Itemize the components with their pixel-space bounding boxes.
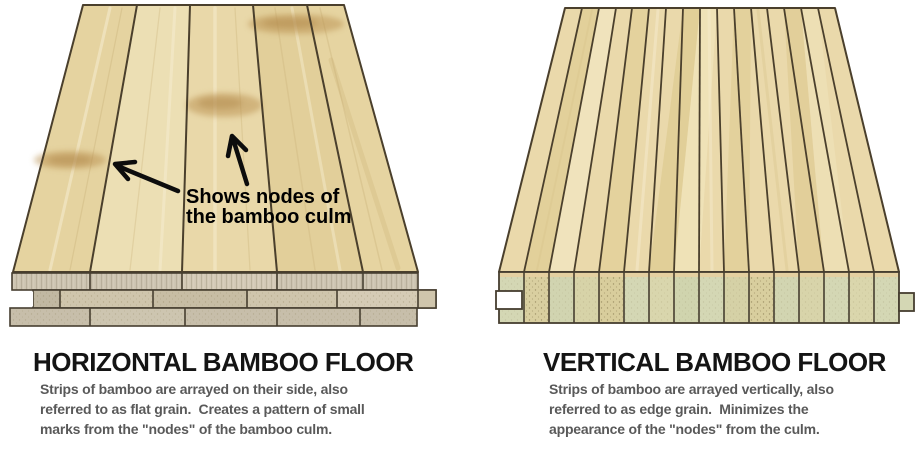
horizontal-edge-profile: [9, 272, 437, 327]
annotation-arrow-left: [112, 159, 181, 194]
horizontal-floor-title: HORIZONTAL BAMBOO FLOOR: [33, 347, 414, 377]
annotation-label-line2: the bamboo culm: [186, 206, 352, 228]
annotation-arrow-up: [225, 133, 250, 187]
description-line: marks from the "nodes" of the bamboo cul…: [40, 421, 332, 437]
edge-bottom-ply: [9, 307, 418, 327]
edge-middle-ply: [32, 289, 437, 309]
horizontal-floor-description: Strips of bamboo are arrayed on their si…: [40, 379, 365, 439]
vertical-floor-description: Strips of bamboo are arrayed vertically,…: [549, 379, 834, 439]
description-line: referred to as edge grain. Minimizes the: [549, 401, 809, 417]
bamboo-node-marks: [34, 14, 344, 169]
vertical-plank-surface: [498, 7, 900, 273]
vertical-edge-profile: [495, 271, 915, 324]
groove-left: [495, 290, 523, 310]
description-line: Strips of bamboo are arrayed vertically,…: [549, 381, 834, 397]
description-line: referred to as flat grain. Creates a pat…: [40, 401, 365, 417]
description-line: Strips of bamboo are arrayed on their si…: [40, 381, 348, 397]
wood-grain-streaks: [48, 6, 401, 272]
description-line: appearance of the "nodes" from the culm.: [549, 421, 820, 437]
wood-grain-streaks: [536, 8, 789, 272]
node-annotation: Shows nodes of the bamboo culm: [112, 133, 352, 228]
horizontal-plank-surface: [12, 4, 419, 273]
horizontal-floor-illustration: Shows nodes of the bamboo culm: [9, 4, 437, 327]
groove-left: [12, 291, 33, 307]
vertical-floor-title: VERTICAL BAMBOO FLOOR: [543, 347, 886, 377]
edge-block-dividers: [523, 272, 875, 323]
vertical-floor-illustration: [495, 7, 915, 324]
annotation-label-line1: Shows nodes of: [186, 186, 340, 208]
plank-divider-lines: [89, 4, 364, 273]
tongue-right: [417, 289, 437, 309]
edge-top-ply: [11, 272, 419, 291]
strip-divider-lines: [523, 7, 875, 273]
tongue-right: [898, 292, 915, 312]
